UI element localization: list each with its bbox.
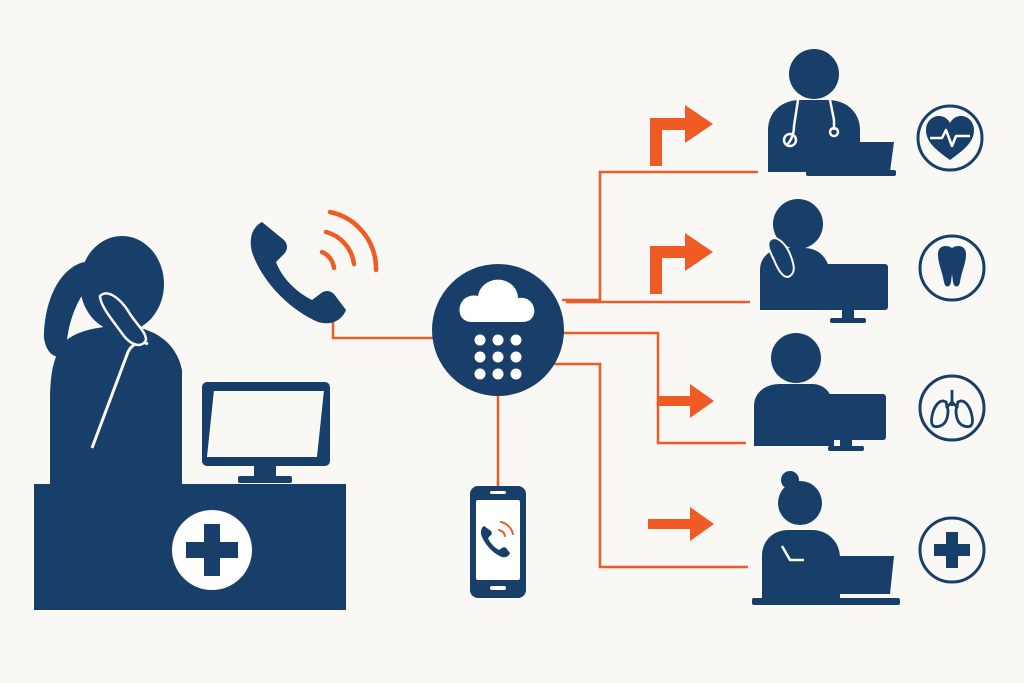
bent-arrow-icon: [650, 105, 713, 166]
nurse-laptop: [818, 556, 894, 594]
medical-cross-icon: [186, 524, 238, 576]
receptionist-head: [80, 236, 164, 332]
line-handset-to-hub: [331, 312, 434, 340]
sound-waves-icon: [319, 209, 379, 273]
nurse-head: [778, 481, 822, 525]
specialty-badge-lungs: [918, 374, 986, 442]
mini-handset-icon: [480, 526, 510, 558]
receptionist-group: [34, 236, 346, 610]
smartphone-group: [470, 486, 526, 598]
specialty-badge-tooth: [918, 234, 986, 302]
destination-nurse: [752, 471, 900, 605]
route-arrows: [648, 105, 714, 541]
receptionist-torso: [50, 326, 182, 484]
doctor-head: [789, 49, 839, 99]
keypad-dots-icon: [474, 334, 522, 380]
agent-head: [771, 333, 821, 383]
agent-monitor: [806, 394, 886, 440]
specialty-badge-cross: [918, 516, 986, 584]
tooth-icon: [938, 246, 966, 287]
phone-handset-group: [250, 209, 379, 324]
line-hub-to-pulmonology: [562, 331, 746, 445]
cloud-icon: [459, 279, 535, 322]
destination-dentist-agent: [760, 199, 888, 323]
agent-monitor: [808, 264, 888, 310]
medical-cross-icon: [934, 532, 970, 568]
destination-doctor: [768, 49, 896, 176]
cloud-hub: [432, 264, 564, 396]
lungs-icon: [930, 390, 974, 429]
doctor-laptop: [818, 142, 894, 172]
short-arrow-icon: [658, 384, 714, 418]
agent-phone-icon: [767, 237, 795, 278]
line-hub-to-nurse: [552, 362, 748, 569]
line-hub-to-doctor: [562, 170, 758, 302]
phone-handset-icon: [250, 222, 346, 324]
connector-lines: [331, 170, 758, 569]
receptionist-phone-icon: [98, 292, 148, 347]
specialty-badge-heart: [916, 104, 984, 172]
destination-pulmonology-agent: [754, 333, 886, 451]
short-arrow-icon: [648, 507, 714, 541]
agent-head: [773, 199, 823, 249]
bent-arrow-icon: [650, 233, 713, 294]
